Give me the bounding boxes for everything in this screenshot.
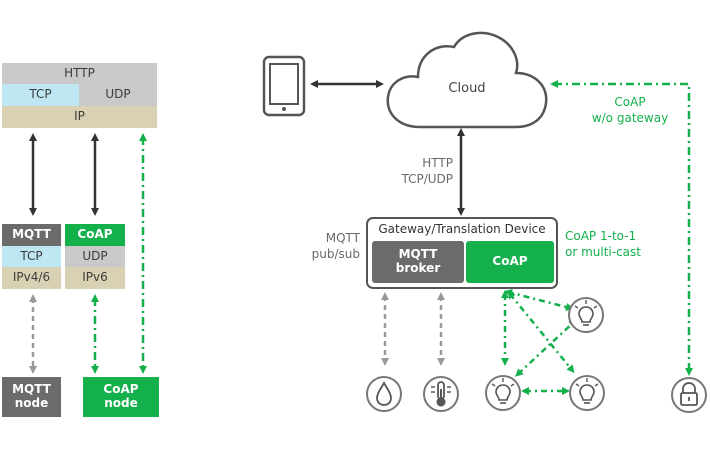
cloud-link-label: HTTP TCP/UDP <box>389 155 453 187</box>
coap-multicast-line2: or multi-cast <box>565 245 641 260</box>
light-bulb-icon <box>569 375 605 411</box>
gateway-box: Gateway/Translation Device MQTT broker C… <box>366 217 558 289</box>
tablet-icon <box>262 55 306 117</box>
mqtt-pubsub-label: MQTT pub/sub <box>302 230 360 262</box>
mqtt-broker: MQTT broker <box>372 241 464 283</box>
light-bulb-icon <box>568 297 604 333</box>
coap-bulb3-arrow <box>507 290 575 374</box>
udp-layer: UDP <box>79 84 157 106</box>
coap-stack-coap: CoAP <box>65 224 125 246</box>
cloud-link-line2: TCP/UDP <box>401 172 453 187</box>
mqtt-pubsub-line1: MQTT <box>325 231 360 245</box>
coap-direct-label: CoAP w/o gateway <box>580 94 680 126</box>
gateway-title: Gateway/Translation Device <box>378 222 546 236</box>
ip-layer: IP <box>2 106 157 128</box>
bulb1-bulb2-arrow <box>515 319 577 377</box>
coap-stack-ip: IPv6 <box>65 267 125 289</box>
lock-icon <box>671 377 707 413</box>
tcp-layer: TCP <box>2 84 79 106</box>
mqtt-stack-tcp: TCP <box>2 246 61 267</box>
coap-direct-line1: CoAP <box>614 95 646 109</box>
mqtt-pubsub-line2: pub/sub <box>311 247 360 262</box>
cloud-link-line1: HTTP <box>422 156 453 170</box>
http-layer: HTTP <box>2 63 157 84</box>
cloud-label: Cloud <box>448 81 486 96</box>
mqtt-stack-ip: IPv4/6 <box>2 267 61 289</box>
coap-direct-line2: w/o gateway <box>591 111 669 126</box>
water-drop-icon <box>366 376 402 412</box>
coap-stack-udp: UDP <box>65 246 125 267</box>
gateway-coap: CoAP <box>466 241 554 283</box>
coap-bulb2-arrow <box>504 289 574 311</box>
coap-multicast-label: CoAP 1-to-1 or multi-cast <box>565 228 665 260</box>
thermometer-icon <box>423 376 459 412</box>
coap-direct-right-arrow <box>550 80 693 376</box>
light-bulb-icon <box>485 375 521 411</box>
cloud-icon <box>386 31 548 129</box>
coap-node: CoAP node <box>83 377 159 417</box>
mqtt-stack-mqtt: MQTT <box>2 224 61 246</box>
mqtt-node: MQTT node <box>2 377 61 417</box>
coap-multicast-line1: CoAP 1-to-1 <box>565 229 637 243</box>
